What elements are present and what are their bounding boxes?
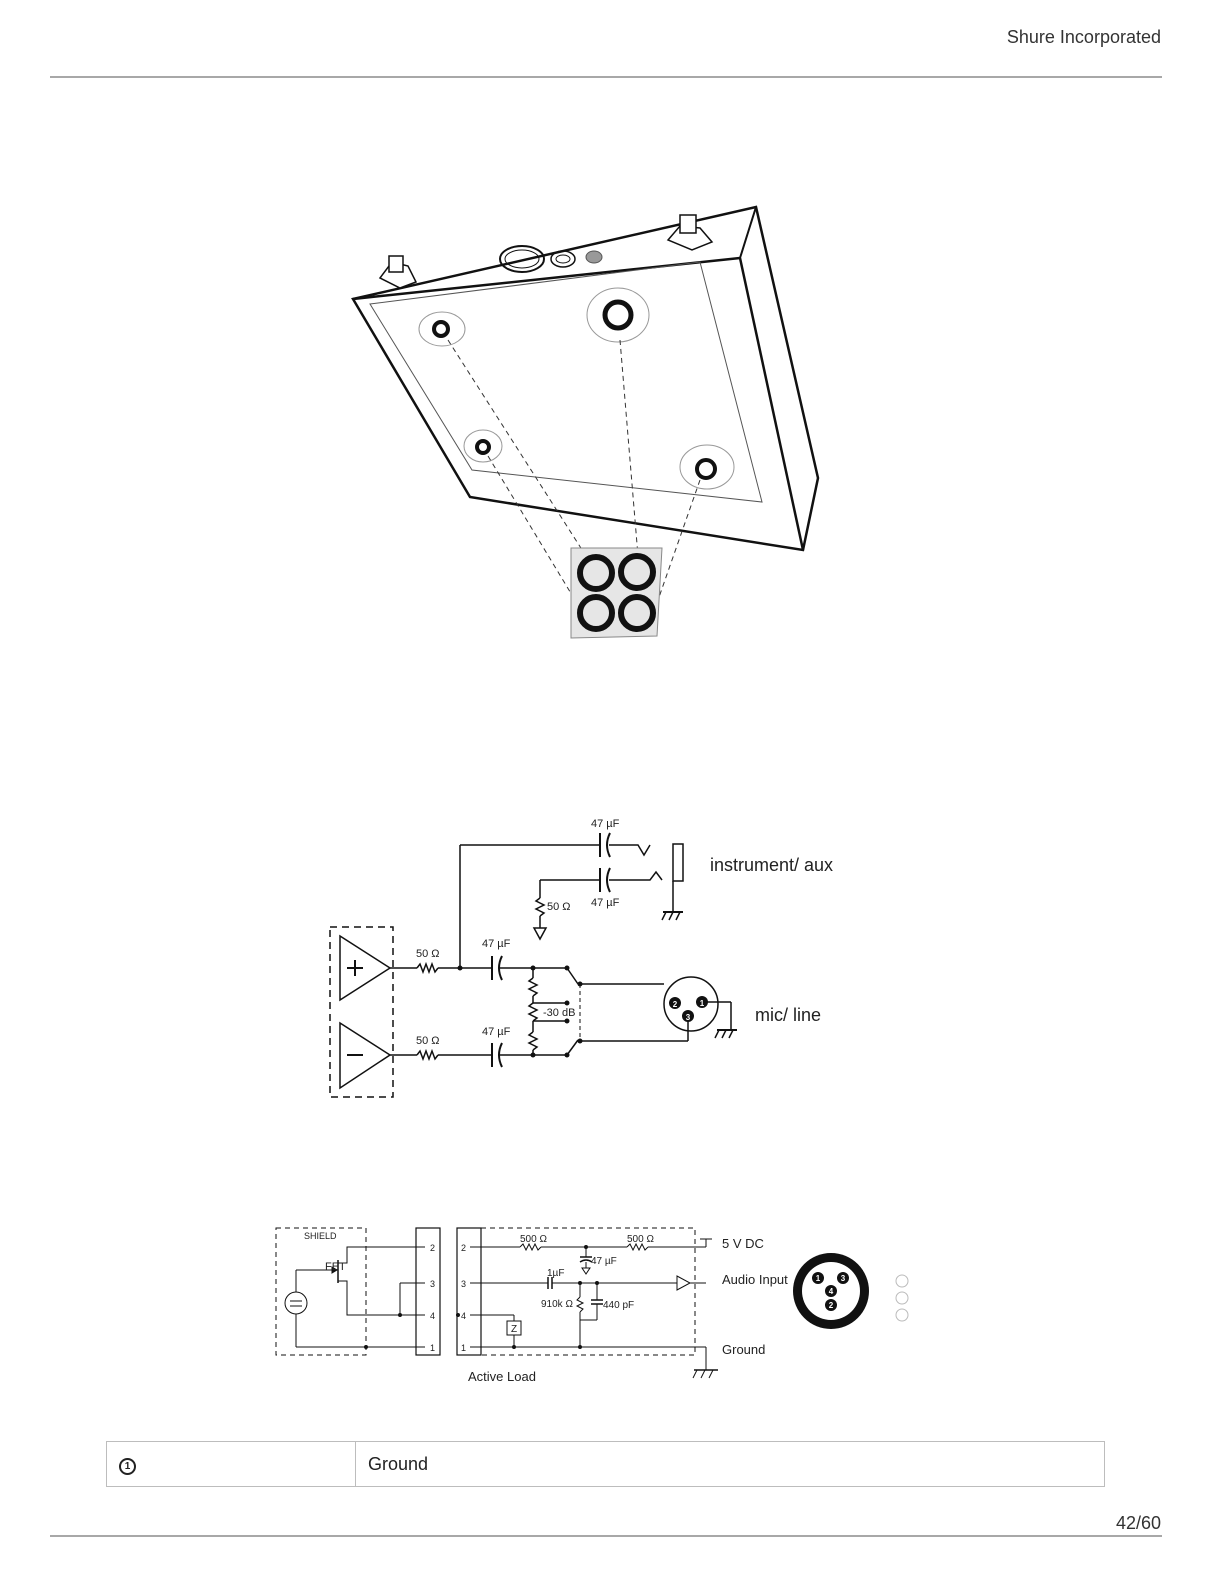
footer-divider: [50, 1535, 1162, 1537]
audio-buffer: [677, 1276, 690, 1290]
left-pin-1: 1: [430, 1343, 435, 1353]
label-res-plus: 50 Ω: [416, 948, 440, 960]
label-instrument-aux: instrument/ aux: [710, 855, 833, 875]
label-mic-line: mic/ line: [755, 1005, 821, 1025]
right-pin-2: 2: [461, 1243, 466, 1253]
xlr-pin-3: 3: [686, 1013, 691, 1022]
page-number: 42/60: [1116, 1513, 1161, 1534]
right-pin-4: 4: [461, 1311, 466, 1321]
label-cap-top: 47 µF: [591, 818, 620, 830]
label-cap-plus: 47 µF: [482, 938, 511, 950]
left-pin-3: 3: [430, 1279, 435, 1289]
label-res-minus: 50 Ω: [416, 1035, 440, 1047]
feet-sheet: [571, 548, 662, 638]
right-pin-3: 3: [461, 1279, 466, 1289]
label-cap-440: 440 pF: [603, 1300, 634, 1311]
label-res-910k: 910k Ω: [541, 1299, 573, 1310]
receiver-feet-illustration: [353, 207, 818, 638]
pin-number: 1: [119, 1458, 136, 1475]
label-cap-mid: 47 µF: [591, 897, 620, 909]
ta4-pin-4: 4: [829, 1287, 834, 1296]
ta4-pin-2: 2: [829, 1301, 834, 1310]
label-5vdc: 5 V DC: [722, 1236, 764, 1251]
label-res-500-a: 500 Ω: [520, 1234, 547, 1245]
label-z: Z: [511, 1324, 517, 1335]
receiver-body: [353, 207, 818, 550]
left-pin-2: 2: [430, 1243, 435, 1253]
label-fet: FET: [325, 1261, 346, 1273]
xlr-pin-2: 2: [673, 1000, 678, 1009]
mic-capsule: [285, 1292, 307, 1314]
pin-description-cell: Ground: [356, 1442, 1105, 1487]
label-ground: Ground: [722, 1342, 765, 1357]
table-row: 1 Ground: [107, 1442, 1105, 1487]
mic-circuit-diagram: 1 3 4 2 SHIELD FET 500 Ω 500 Ω 47 µF 1µF…: [276, 1228, 908, 1384]
label-shield: SHIELD: [304, 1231, 337, 1241]
ta4-pin-1: 1: [816, 1274, 821, 1283]
label-active-load: Active Load: [468, 1369, 536, 1384]
label-cap-1: 1µF: [547, 1268, 564, 1279]
label-pad: -30 dB: [543, 1007, 575, 1019]
ta4-pin-3: 3: [841, 1274, 846, 1283]
pin-assignment-table: 1 Ground: [106, 1441, 1105, 1487]
label-res-500-b: 500 Ω: [627, 1234, 654, 1245]
input-circuit-diagram: 2 1 3 47 µF 47 µF 50 Ω 50 Ω 47 µF 50 Ω 4…: [330, 818, 833, 1097]
left-pin-4: 4: [430, 1311, 435, 1321]
label-audio-input: Audio Input: [722, 1272, 788, 1287]
right-pin-1: 1: [461, 1343, 466, 1353]
label-cap-minus: 47 µF: [482, 1026, 511, 1038]
xlr-pin-1: 1: [700, 999, 705, 1008]
label-cap-47: 47 µF: [591, 1256, 617, 1267]
pin-number-cell: 1: [107, 1442, 356, 1487]
label-res-inst: 50 Ω: [547, 901, 571, 913]
